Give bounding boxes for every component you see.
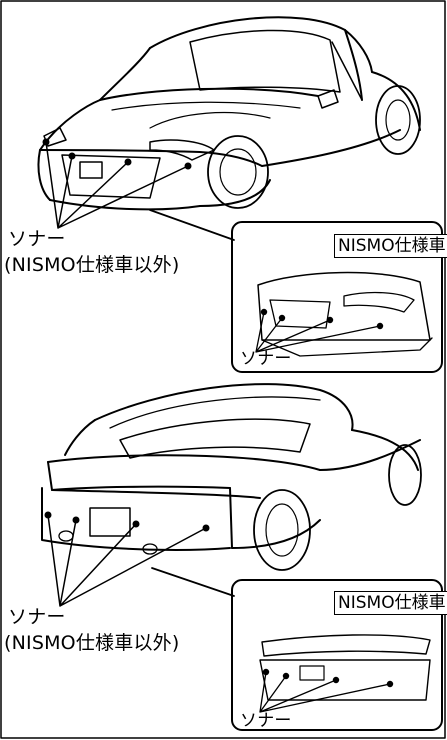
rear-car-drawing bbox=[41, 383, 422, 607]
rear-nismo-inset bbox=[231, 579, 443, 731]
rear-sonar-condition: (NISMO仕様車以外) bbox=[4, 632, 180, 654]
rear-inset-sonar-label: ソナー bbox=[240, 711, 292, 731]
rear-sonar-label: ソナー bbox=[8, 606, 66, 628]
front-inset-tag: NISMO仕様車 bbox=[334, 234, 447, 258]
front-sonar-label: ソナー bbox=[8, 228, 66, 250]
rear-inset-tag: NISMO仕様車 bbox=[334, 591, 447, 615]
front-inset-sonar-label: ソナー bbox=[240, 349, 292, 369]
front-nismo-inset bbox=[231, 221, 443, 373]
front-car-drawing bbox=[37, 16, 421, 241]
front-sonar-condition: (NISMO仕様車以外) bbox=[4, 254, 180, 276]
